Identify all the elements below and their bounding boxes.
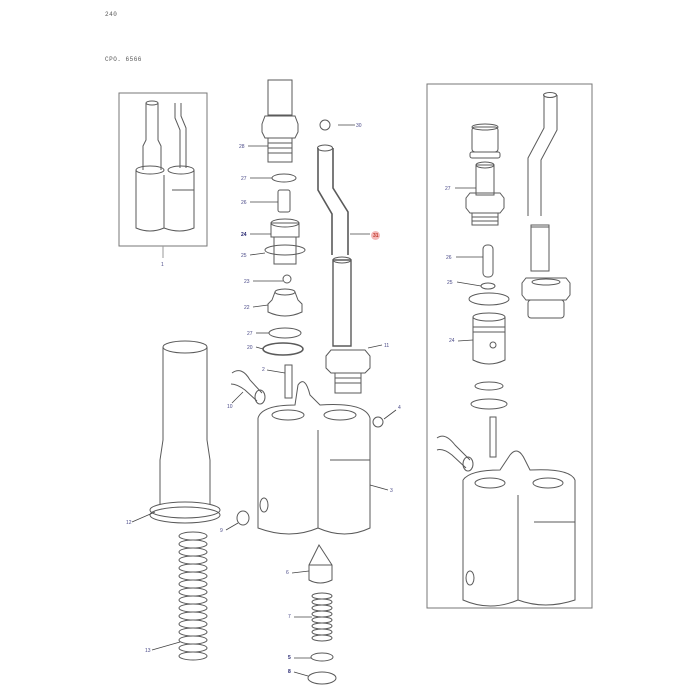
- callout-11[interactable]: 11: [384, 343, 390, 349]
- main-exploded-view: [132, 80, 483, 684]
- highlight-marker: [371, 231, 380, 240]
- callout-5[interactable]: 5: [288, 655, 291, 661]
- callout-22[interactable]: 22: [244, 305, 250, 311]
- callout-9[interactable]: 9: [220, 528, 223, 534]
- callout-25[interactable]: 25: [241, 253, 247, 259]
- callout-3[interactable]: 3: [390, 488, 393, 494]
- callout-26[interactable]: 26: [241, 200, 247, 206]
- page-number: 240: [105, 11, 118, 18]
- callout-2[interactable]: 2: [262, 367, 265, 373]
- callout-right-26[interactable]: 26: [446, 255, 452, 261]
- spring-13: [179, 532, 207, 660]
- callout-1[interactable]: 1: [161, 262, 164, 268]
- reference-code: CPO. 6566: [105, 56, 142, 63]
- callout-12[interactable]: 12: [126, 520, 132, 526]
- callout-30[interactable]: 30: [356, 123, 362, 129]
- callout-right-24[interactable]: 24: [449, 338, 455, 344]
- callout-8[interactable]: 8: [288, 669, 291, 675]
- callout-13[interactable]: 13: [145, 648, 151, 654]
- callout-10[interactable]: 10: [227, 404, 233, 410]
- callout-right-27[interactable]: 27: [445, 186, 451, 192]
- alternate-assembly-panel: [427, 84, 592, 608]
- callout-right-25[interactable]: 25: [447, 280, 453, 286]
- callout-28[interactable]: 28: [239, 144, 245, 150]
- callout-27-lower[interactable]: 27: [247, 331, 253, 337]
- callout-23[interactable]: 23: [244, 279, 250, 285]
- callout-6[interactable]: 6: [286, 570, 289, 576]
- spring-7: [312, 593, 332, 641]
- callout-4[interactable]: 4: [398, 405, 401, 411]
- callout-7[interactable]: 7: [288, 614, 291, 620]
- callout-27[interactable]: 27: [241, 176, 247, 182]
- callout-20[interactable]: 20: [247, 345, 253, 351]
- callout-24[interactable]: 24: [241, 232, 247, 238]
- assembly-inset-panel: [119, 93, 207, 258]
- callout-31-highlighted[interactable]: 31: [373, 233, 379, 239]
